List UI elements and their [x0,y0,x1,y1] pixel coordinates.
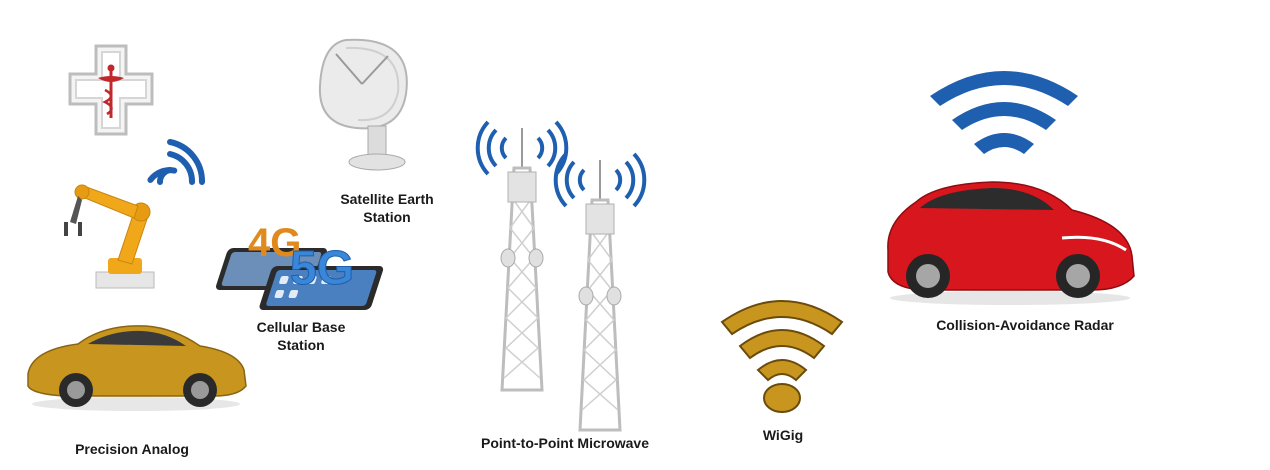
medical-cross-icon [68,44,154,136]
cellular-base-station-label: Cellular Base Station [236,318,366,354]
satellite-earth-station-label: Satellite Earth Station [322,190,452,226]
microwave-tower-left-icon [475,120,569,392]
4g-badge: 4G [248,221,301,265]
sports-car-icon [27,325,247,411]
red-car-icon [887,181,1135,305]
mobile-phones-icon: 4G 5G [216,221,384,310]
precision-analog-label: Precision Analog [75,441,189,457]
radar-signal-icon [930,71,1078,154]
5g-badge: 5G [290,242,354,295]
cellular-label-line2: Station [277,337,325,353]
satellite-dish-icon [318,38,408,171]
wireless-signal-icon [147,139,206,185]
satellite-label-line1: Satellite Earth [340,191,434,207]
wigig-label: WiGig [762,427,804,443]
microwave-tower-right-icon [553,152,647,432]
collision-avoidance-radar-label: Collision-Avoidance Radar [936,317,1114,333]
robot-arm-icon [64,184,155,289]
satellite-label-line2: Station [363,209,411,225]
point-to-point-microwave-label: Point-to-Point Microwave [481,435,649,451]
cellular-label-line1: Cellular Base [256,319,346,335]
wigig-wifi-icon [720,300,844,413]
